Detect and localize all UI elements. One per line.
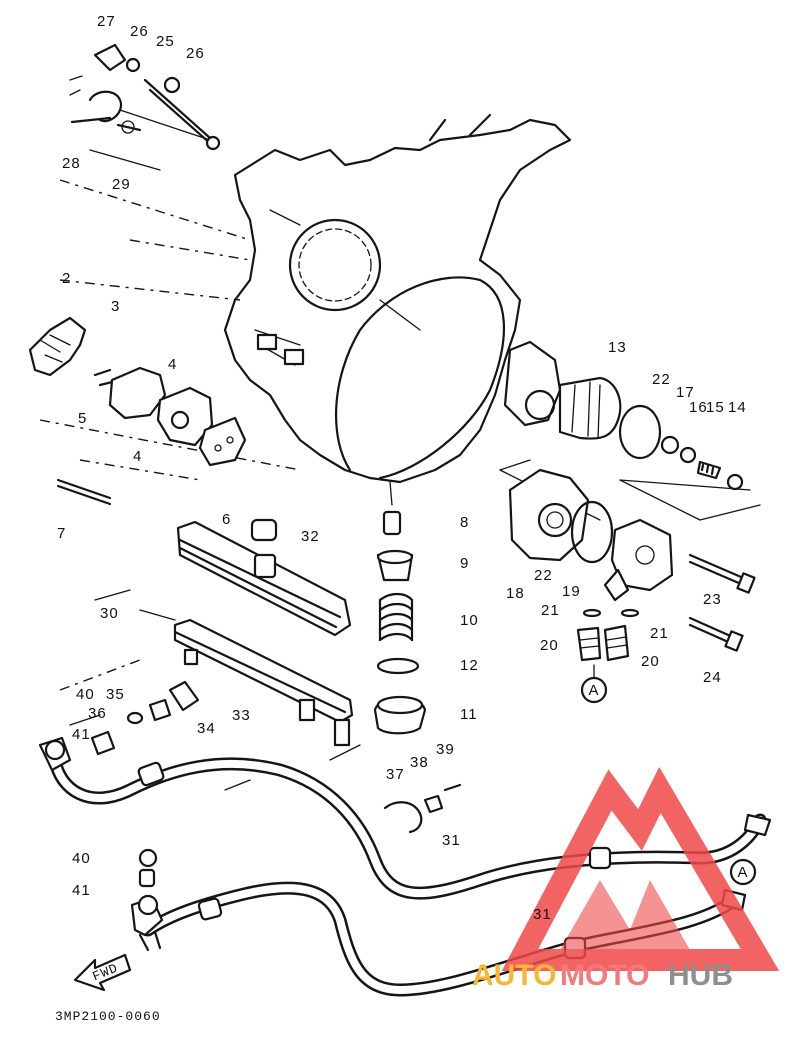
- part-label-9: 9: [460, 555, 469, 572]
- cooler-fittings: [90, 518, 278, 756]
- part-label-7: 7: [57, 525, 66, 542]
- oil-line-bolt-assembly: [69, 43, 221, 151]
- part-label-28: 28: [62, 155, 81, 172]
- part-label-14: 18: [506, 585, 525, 602]
- part-label-24: 24: [703, 669, 722, 686]
- part-label-6: 6: [222, 511, 231, 528]
- part-label-3: 3: [111, 298, 120, 315]
- part-label-5: 5: [78, 410, 87, 427]
- part-label-33: 32: [301, 528, 320, 545]
- part-label-34: 34: [197, 720, 216, 737]
- part-label-10: 10: [460, 612, 479, 629]
- part-label-4: 4: [133, 448, 142, 465]
- part-label-20: 20: [641, 653, 660, 670]
- crankcase-cover: [223, 113, 572, 484]
- part-label-33: 33: [232, 707, 251, 724]
- part-label-30: 30: [100, 605, 119, 622]
- part-label-41: 41: [72, 726, 91, 743]
- connection-marker-a-upper: A: [580, 664, 608, 704]
- part-label-36: 36: [88, 705, 107, 722]
- part-label-19: 19: [562, 583, 581, 600]
- watermark-text: AUTO MOTO HUB: [472, 959, 733, 992]
- watermark-logo: [501, 766, 780, 971]
- part-label-21: 21: [650, 625, 669, 642]
- diagram-reference-code: 3MP2100-0060: [55, 1009, 161, 1024]
- part-label-2: 2: [62, 270, 71, 287]
- part-label-12: 12: [460, 657, 479, 674]
- part-label-18: 17: [676, 384, 695, 401]
- part-label-17: 16: [689, 399, 708, 416]
- part-label-21: 21: [541, 602, 560, 619]
- part-label-15: 14: [728, 399, 747, 416]
- hose-clip: [383, 783, 462, 834]
- oil-pump-assembly: [28, 316, 247, 506]
- part-label-26: 26: [130, 23, 149, 40]
- filter-housing-assembly: [503, 340, 756, 662]
- part-label-35: 35: [106, 686, 125, 703]
- fwd-direction-arrow: FWD: [73, 953, 132, 992]
- part-label-23: 23: [703, 591, 722, 608]
- watermark-moto: MOTO: [560, 959, 649, 992]
- part-label-31: 31: [533, 906, 552, 923]
- part-label-25: 25: [156, 33, 175, 50]
- part-label-26: 26: [186, 45, 205, 62]
- part-label-20: 20: [540, 637, 559, 654]
- part-label-4: 4: [168, 356, 177, 373]
- part-label-41: 41: [72, 882, 91, 899]
- part-number-labels: 27 26 25 26 28 29 2 3 4 5 4 6 7 32 8 9 1…: [57, 13, 747, 923]
- part-label-13: 13: [608, 339, 627, 356]
- watermark-auto: AUTO: [472, 959, 556, 992]
- marker-a-label: A: [737, 864, 748, 881]
- part-label-29: 29: [112, 176, 131, 193]
- part-label-39: 39: [436, 741, 455, 758]
- part-label-22: 22: [534, 567, 553, 584]
- connection-marker-a-lower: A: [729, 858, 757, 886]
- part-label-11: 11: [460, 706, 478, 723]
- part-label-8: 8: [460, 514, 469, 531]
- part-label-38: 38: [410, 754, 429, 771]
- oil-filter-assembly: [373, 510, 427, 735]
- part-label-40: 40: [72, 850, 91, 867]
- marker-a-label: A: [588, 682, 599, 699]
- leader-lines: [39, 109, 761, 791]
- part-label-32: 31: [442, 832, 461, 849]
- part-label-16: 15: [706, 399, 725, 416]
- part-label-27: 27: [97, 13, 116, 30]
- oil-cooler: [173, 520, 354, 747]
- part-label-22: 22: [652, 371, 671, 388]
- part-label-37: 37: [386, 766, 405, 783]
- watermark-hub: HUB: [668, 959, 733, 992]
- part-label-40: 40: [76, 686, 95, 703]
